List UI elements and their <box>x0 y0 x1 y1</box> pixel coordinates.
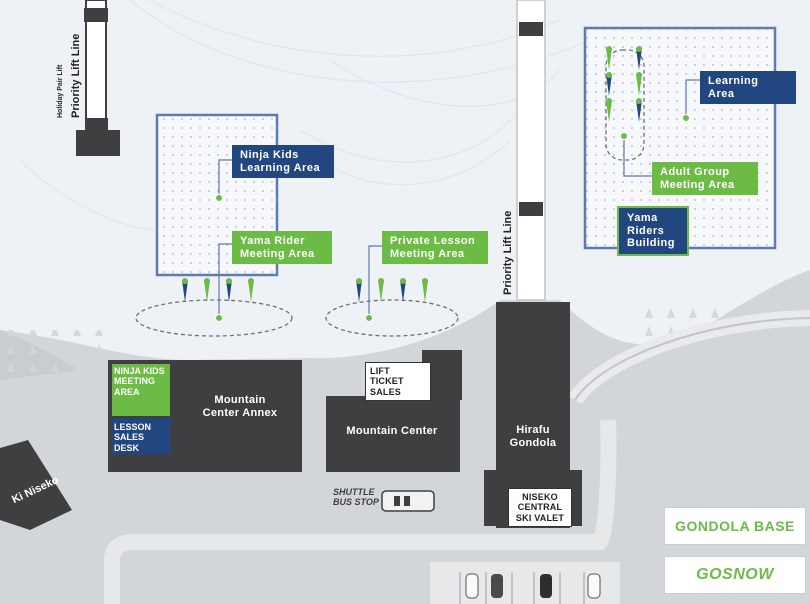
parking-lot <box>459 572 601 604</box>
label-mountain-center: Mountain Center <box>346 425 438 437</box>
label-ninja-kids-meeting-area: NINJA KIDS MEETING AREA <box>114 366 165 397</box>
location-dots <box>215 114 690 322</box>
gosnow-logo: GOSNOW <box>664 556 806 594</box>
terrain-contours <box>19 0 591 231</box>
private-lesson-zone <box>325 299 459 337</box>
label-lift-ticket-sales: LIFT TICKET SALES <box>365 362 431 402</box>
meeting-flags <box>182 46 642 302</box>
shuttle-bus <box>381 490 435 512</box>
label-mountain-center-annex: Mountain Center Annex <box>202 394 278 419</box>
label-priority-lift-line-center: Priority Lift Line <box>502 210 514 295</box>
mountain-center-building <box>326 396 460 472</box>
leader-lines <box>218 79 700 318</box>
ki-niseko-building <box>0 440 72 530</box>
label-niseko-central-ski-valet: NISEKO CENTRAL SKI VALET <box>508 488 572 528</box>
label-private-lesson-meeting-area: Private Lesson Meeting Area <box>382 231 488 265</box>
lift-station-left <box>76 130 120 156</box>
label-priority-lift-line-left: Priority Lift Line <box>70 33 82 118</box>
label-holiday-pair-lift: Holiday Pair Lift <box>57 64 64 118</box>
yama-rider-zone <box>135 299 293 337</box>
label-adult-group-meeting-area: Adult Group Meeting Area <box>652 162 758 196</box>
road-lower <box>104 419 617 604</box>
gondola-base-badge: GONDOLA BASE <box>664 507 806 545</box>
lift-line-center <box>516 0 546 301</box>
label-learning-area: Learning Area <box>700 71 796 105</box>
label-hirafu-gondola: Hirafu Gondola <box>509 424 557 449</box>
label-ninja-kids-learning-area: Ninja Kids Learning Area <box>232 145 334 179</box>
label-lesson-sales-desk: LESSON SALES DESK <box>114 422 152 453</box>
adult-group-zone <box>605 49 645 161</box>
label-yama-rider-meeting-area: Yama Rider Meeting Area <box>232 231 332 265</box>
label-shuttle-bus-stop: SHUTTLE BUS STOP <box>333 487 379 508</box>
label-yama-riders-building: Yama Riders Building <box>617 206 689 256</box>
